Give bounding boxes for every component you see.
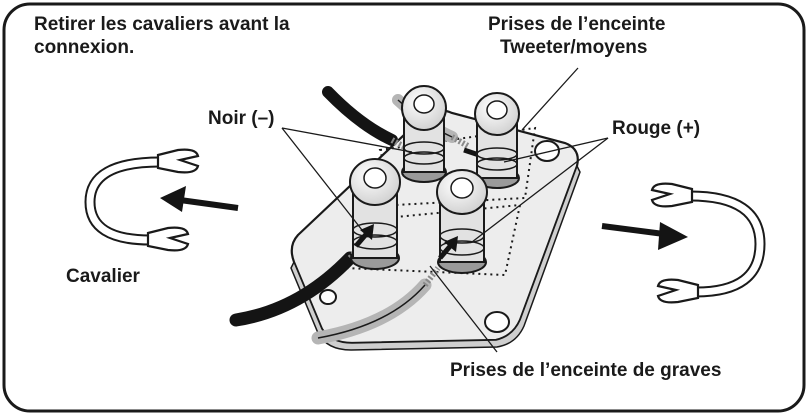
label-cavalier: Cavalier bbox=[66, 266, 140, 287]
label-noir: Noir (–) bbox=[208, 108, 275, 129]
leader-lines bbox=[281, 67, 609, 353]
black-wire-upper bbox=[322, 86, 398, 146]
terminal-post-tweeter-red bbox=[474, 92, 520, 189]
label-graves: Prises de l’enceinte de graves bbox=[450, 360, 722, 381]
label-tweeter-line-1: Prises de l’enceinte bbox=[488, 14, 666, 35]
terminal-post-woofer-black bbox=[349, 158, 401, 270]
jumper-left-icon bbox=[84, 148, 200, 252]
remove-arrow-right bbox=[601, 223, 665, 237]
mounting-hole bbox=[484, 311, 510, 333]
label-tweeter-line-2: Tweeter/moyens bbox=[500, 37, 648, 58]
terminal-post-woofer-red bbox=[436, 169, 488, 274]
jumper-right-icon bbox=[650, 182, 766, 304]
remove-arrow-left bbox=[179, 197, 239, 211]
black-wire-lower bbox=[229, 251, 357, 327]
label-rouge: Rouge (+) bbox=[612, 118, 701, 139]
instruction-line-2: connexion. bbox=[34, 37, 135, 58]
terminal-post-tweeter-black bbox=[401, 85, 447, 183]
instruction-line-1: Retirer les cavaliers avant la bbox=[34, 14, 290, 35]
mounting-hole bbox=[319, 289, 337, 305]
mounting-hole bbox=[534, 140, 560, 162]
